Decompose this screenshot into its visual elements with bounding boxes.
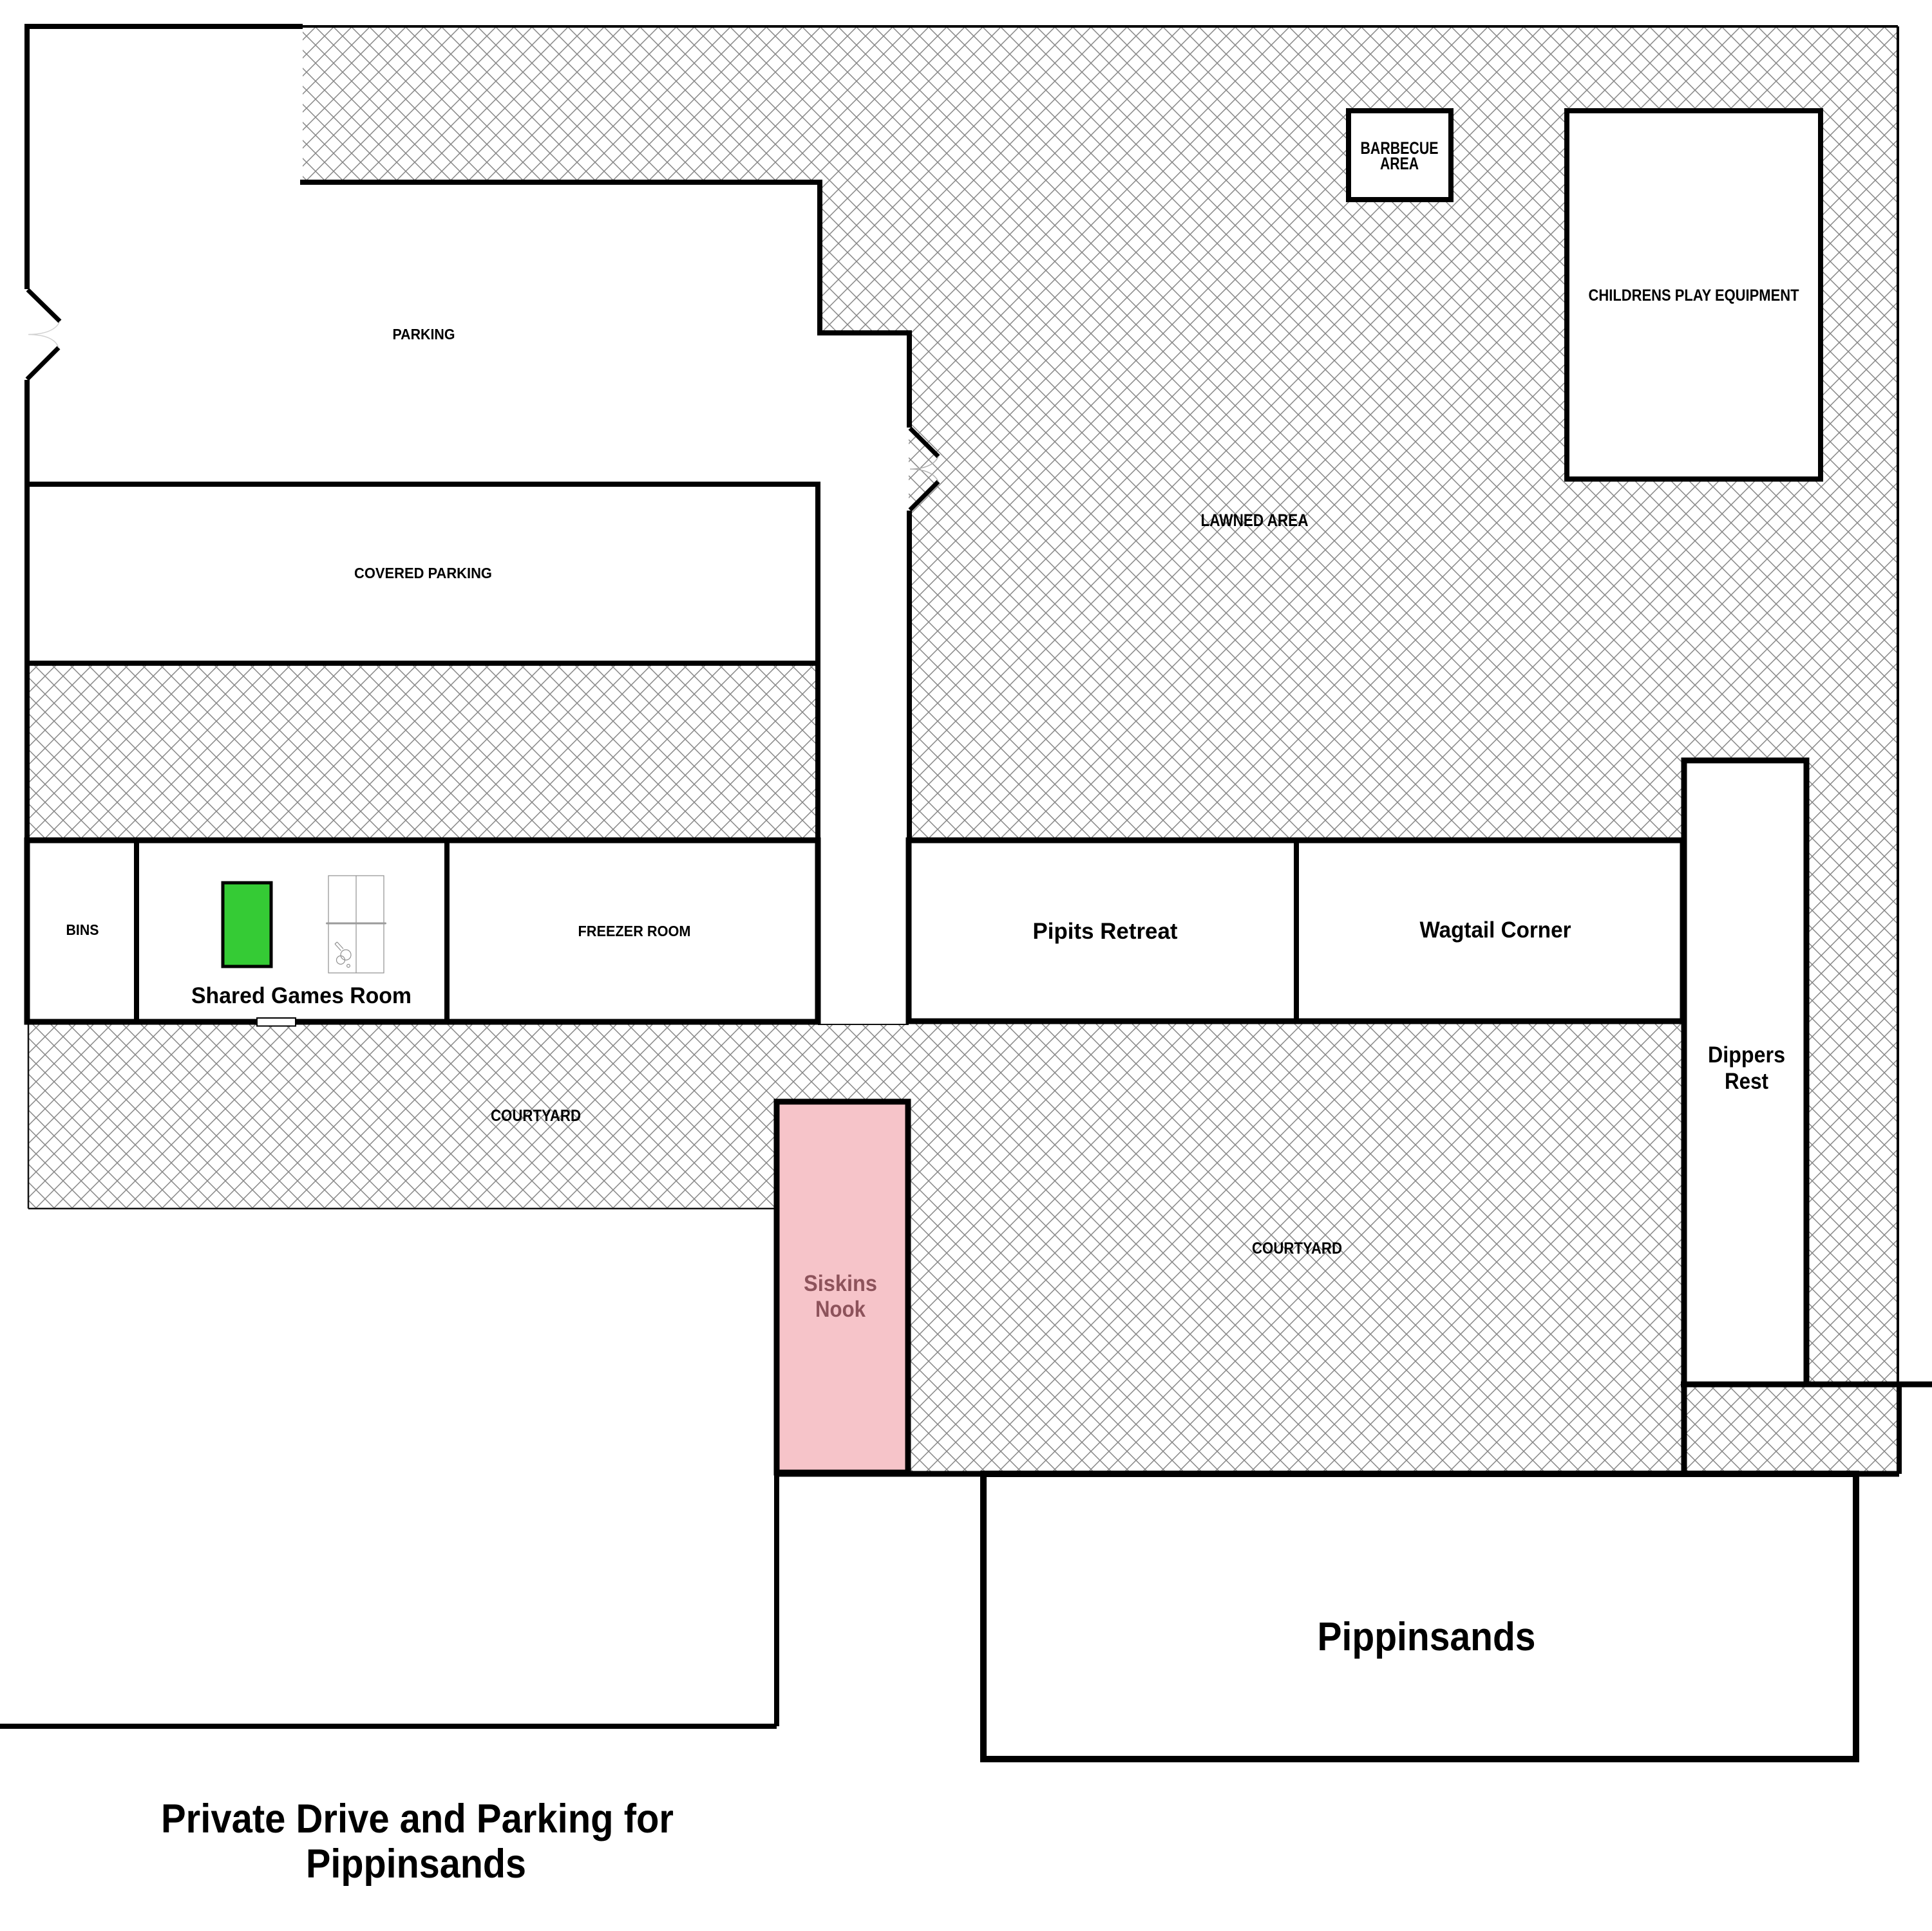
- svg-text:BINS: BINS: [66, 921, 99, 938]
- svg-text:CHILDRENS PLAY EQUIPMENT: CHILDRENS PLAY EQUIPMENT: [1589, 287, 1799, 305]
- svg-text:Shared Games Room: Shared Games Room: [191, 983, 412, 1008]
- svg-text:Rest: Rest: [1725, 1069, 1768, 1094]
- svg-text:BARBECUE: BARBECUE: [1361, 138, 1439, 158]
- svg-text:Siskins: Siskins: [804, 1271, 877, 1296]
- svg-text:FREEZER ROOM: FREEZER ROOM: [578, 923, 691, 939]
- svg-text:Pippinsands: Pippinsands: [1318, 1615, 1536, 1659]
- svg-text:COURTYARD: COURTYARD: [1252, 1239, 1342, 1258]
- svg-text:Private Drive and Parking for: Private Drive and Parking for: [161, 1796, 674, 1842]
- svg-text:Wagtail Corner: Wagtail Corner: [1420, 918, 1571, 943]
- svg-text:PARKING: PARKING: [393, 326, 455, 343]
- svg-text:COVERED PARKING: COVERED PARKING: [354, 565, 492, 581]
- svg-text:Pippinsands: Pippinsands: [306, 1842, 526, 1887]
- svg-text:Pipits Retreat: Pipits Retreat: [1033, 919, 1178, 944]
- svg-text:Dippers: Dippers: [1708, 1042, 1785, 1068]
- svg-text:COURTYARD: COURTYARD: [491, 1107, 581, 1125]
- svg-text:Nook: Nook: [815, 1297, 866, 1322]
- svg-text:AREA: AREA: [1380, 154, 1419, 173]
- svg-text:LAWNED AREA: LAWNED AREA: [1201, 511, 1309, 530]
